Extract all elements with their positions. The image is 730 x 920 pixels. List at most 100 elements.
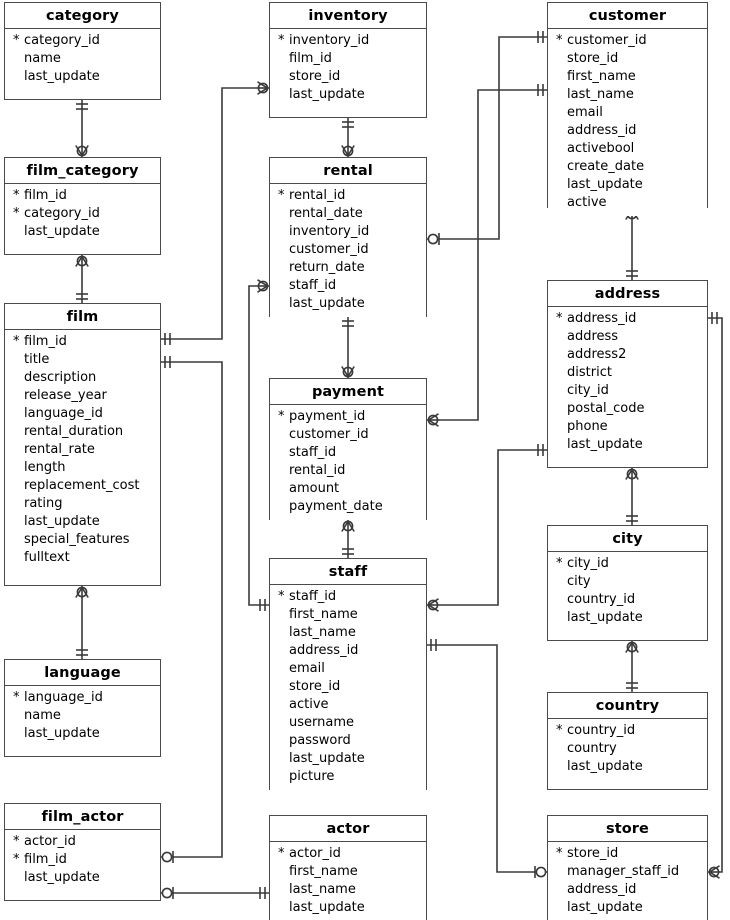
primary-key-marker: * xyxy=(556,311,563,326)
column-row: replacement_cost xyxy=(5,477,160,495)
column-row: last_name xyxy=(270,624,426,642)
column-name: name xyxy=(24,708,61,723)
column-row: staff_id xyxy=(270,277,426,295)
column-name: title xyxy=(24,352,50,367)
entity-title-language: language xyxy=(5,660,160,686)
column-row: special_features xyxy=(5,531,160,549)
foot-legs xyxy=(257,279,269,293)
column-row: inventory_id xyxy=(270,223,426,241)
column-name: address_id xyxy=(567,123,637,138)
column-row: staff_id xyxy=(270,444,426,462)
primary-key-marker: * xyxy=(556,723,563,738)
column-row: * actor_id xyxy=(270,845,426,863)
column-name: address_id xyxy=(567,311,637,326)
column-name: postal_code xyxy=(567,401,645,416)
entity-title-customer: customer xyxy=(548,3,707,29)
cardinality-staff-one-store xyxy=(430,639,437,651)
column-row: address2 xyxy=(548,346,707,364)
column-name: last_update xyxy=(289,87,365,102)
column-row: last_update xyxy=(5,223,160,241)
column-name: rental_rate xyxy=(24,442,95,457)
circle-zero xyxy=(76,586,88,598)
column-row: store_id xyxy=(270,678,426,696)
column-name: customer_id xyxy=(567,33,647,48)
cardinality-city-many-country xyxy=(625,641,639,653)
primary-key-marker: * xyxy=(278,409,285,424)
column-name: language_id xyxy=(24,690,103,705)
cardinality-rental-one-payment xyxy=(342,320,354,327)
column-name: city_id xyxy=(567,556,609,571)
primary-key-marker: * xyxy=(13,834,20,849)
primary-key-marker: * xyxy=(278,846,285,861)
cardinality-rental-many xyxy=(341,145,355,157)
entity-title-film_actor: film_actor xyxy=(5,804,160,830)
cardinality-payment-many-customer xyxy=(427,413,439,427)
column-name: username xyxy=(289,715,354,730)
cardinality-city-one xyxy=(626,515,638,522)
foot-legs xyxy=(341,366,355,378)
cardinality-country-one xyxy=(626,682,638,689)
column-name: rental_date xyxy=(289,206,363,221)
column-name: film_id xyxy=(24,334,67,349)
circle-zero xyxy=(76,255,88,267)
entity-title-payment: payment xyxy=(270,379,426,405)
column-name: last_name xyxy=(289,625,356,640)
primary-key-marker: * xyxy=(556,556,563,571)
column-row: last_update xyxy=(548,436,707,454)
column-name: last_update xyxy=(24,870,100,885)
cardinality-inventory-one xyxy=(342,121,354,128)
column-row: title xyxy=(5,351,160,369)
column-name: address2 xyxy=(567,347,627,362)
column-name: actor_id xyxy=(289,846,341,861)
column-name: last_update xyxy=(289,296,365,311)
circle-zero xyxy=(427,233,439,245)
column-name: release_year xyxy=(24,388,107,403)
column-row: *rental_id xyxy=(270,187,426,205)
column-name: staff_id xyxy=(289,589,337,604)
column-row: *film_id xyxy=(5,333,160,351)
column-row: last_name xyxy=(548,86,707,104)
column-name: last_update xyxy=(24,224,100,239)
cardinality-address-many-city xyxy=(625,468,639,480)
column-row: *staff_id xyxy=(270,588,426,606)
cardinality-film_category-many xyxy=(75,145,89,157)
column-row: last_update xyxy=(5,68,160,86)
foot-legs xyxy=(75,586,89,598)
column-name: city xyxy=(567,574,591,589)
column-name: first_name xyxy=(567,69,636,84)
column-name: amount xyxy=(289,481,340,496)
cardinality-film-one-film_actor xyxy=(164,356,171,368)
column-row: store_id xyxy=(548,50,707,68)
column-row: * address_id xyxy=(548,310,707,328)
line-rental-staff xyxy=(248,285,269,606)
cardinality-rental-many-staff xyxy=(257,279,269,293)
cardinality-film-many-language xyxy=(75,586,89,598)
column-name: phone xyxy=(567,419,608,434)
cardinality-payment-many-staff xyxy=(341,520,355,532)
entity-title-inventory: inventory xyxy=(270,3,426,29)
cardinality-address-one-staff xyxy=(537,444,544,456)
column-row: *category_id xyxy=(5,32,160,50)
column-row: first_name xyxy=(270,606,426,624)
column-row: rental_duration xyxy=(5,423,160,441)
